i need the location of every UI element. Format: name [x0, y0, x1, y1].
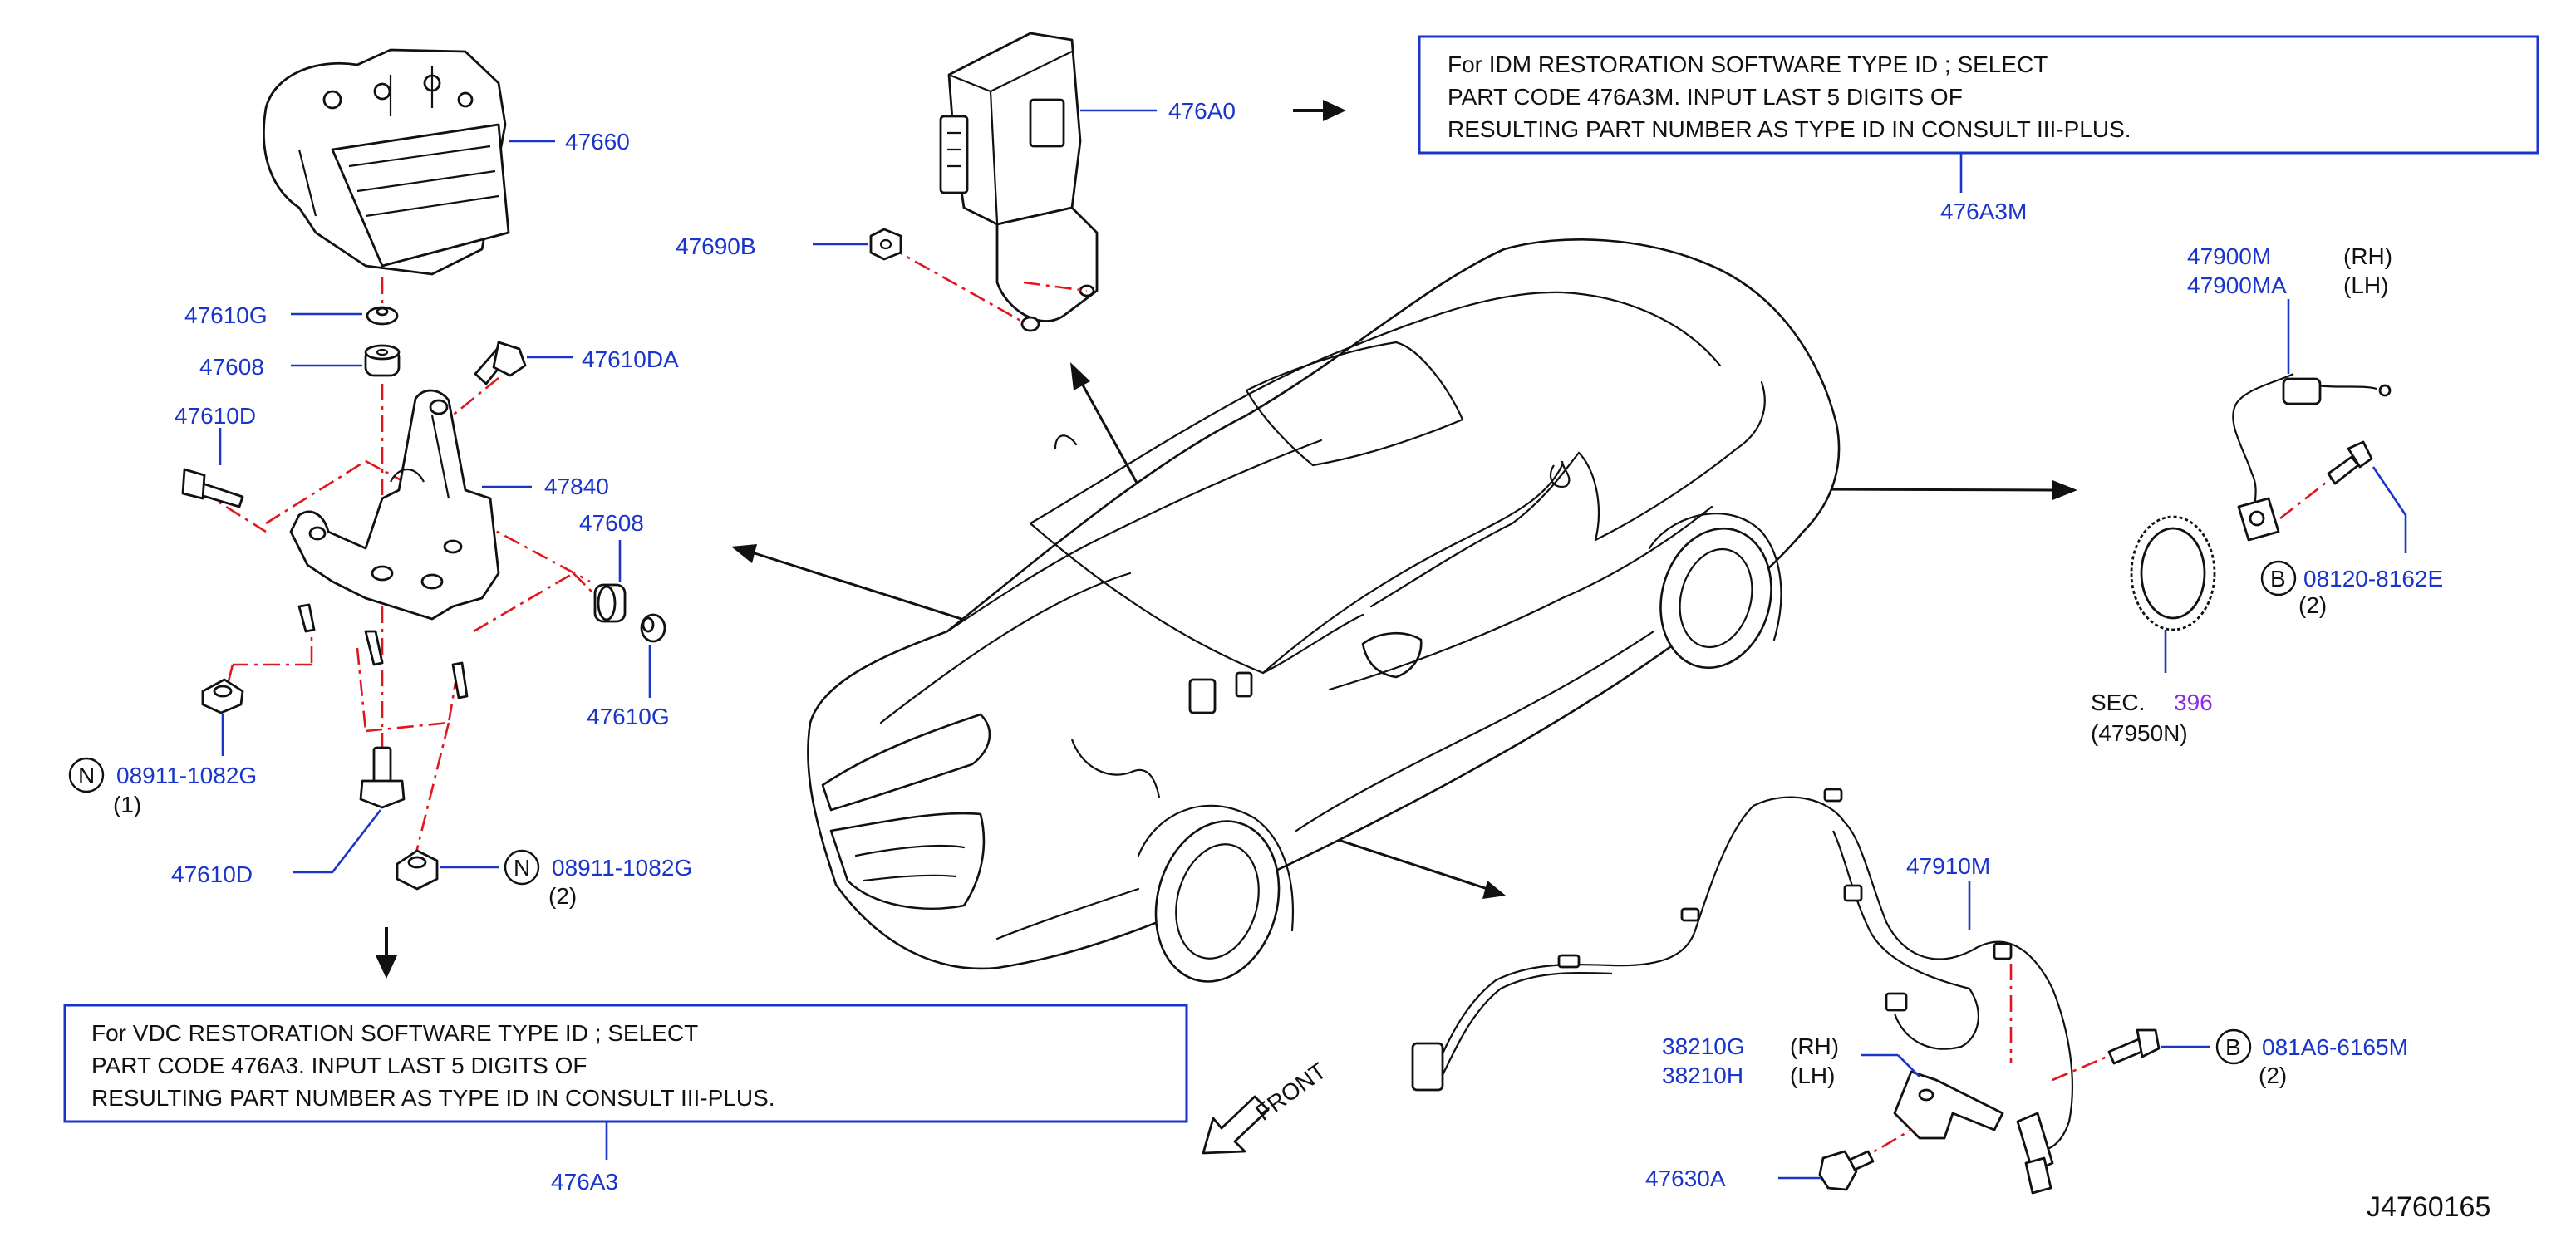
abs-actuator-assembly: 47660 — [263, 48, 630, 276]
vdc-note-line-1: For VDC RESTORATION SOFTWARE TYPE ID ; S… — [91, 1020, 698, 1046]
part-47900M-rear-sensor: 47900M (RH) 47900MA (LH) — [2187, 243, 2392, 542]
part-47840-bracket: 47840 — [289, 389, 609, 699]
label-47608-top: 47608 — [199, 354, 264, 380]
side-38210H: (LH) — [1790, 1063, 1835, 1088]
part-081A6-6165M: B 081A6-6165M (2) — [2052, 1028, 2408, 1088]
part-38210G-bracket: 38210G (RH) 38210H (LH) — [1662, 1033, 2004, 1140]
part-47610D-bottom: 47610D — [171, 746, 406, 887]
nut-symbol-b-letter: N — [514, 855, 530, 881]
bolt-symbol-b — [2215, 1028, 2252, 1065]
bracket-body — [289, 389, 500, 621]
label-47610G-right: 47610G — [587, 704, 670, 729]
part-47950N-sensor-rotor: SEC. 396 (47950N) — [2091, 515, 2216, 746]
qty-081A6-6165M: (2) — [2259, 1063, 2287, 1088]
arrow-to-idm-note — [1293, 100, 1346, 121]
idm-note-line-1: For IDM RESTORATION SOFTWARE TYPE ID ; S… — [1448, 52, 2048, 77]
label-081A6-6165M: 081A6-6165M — [2262, 1034, 2408, 1060]
sec-prefix: SEC. — [2091, 690, 2145, 715]
part-08120-8162E: B 08120-8162E (2) — [2260, 466, 2443, 618]
idm-note-line-3: RESULTING PART NUMBER AS TYPE ID IN CONS… — [1448, 116, 2131, 142]
sec-part-number: (47950N) — [2091, 720, 2188, 746]
label-08911-1082G-a: 08911-1082G — [116, 763, 257, 788]
sec-number-link[interactable]: 396 — [2174, 690, 2213, 715]
front-label: FRONT — [1251, 1058, 1330, 1126]
part-08911-1082G-b: N 08911-1082G (2) — [396, 849, 692, 909]
label-476A0: 476A0 — [1168, 98, 1236, 124]
part-47690B: 47690B — [676, 228, 902, 261]
label-47608-right: 47608 — [579, 510, 644, 536]
part-47610G-top: 47610G — [184, 302, 399, 328]
vdc-note-line-3: RESULTING PART NUMBER AS TYPE ID IN CONS… — [91, 1085, 775, 1111]
part-47910M-front-sensor: 47910M — [1411, 788, 2073, 1195]
qty-08120-8162E: (2) — [2298, 592, 2327, 618]
idm-note-code: 476A3M — [1940, 199, 2027, 224]
part-47608-top: 47608 — [199, 344, 401, 380]
part-08911-1082G-a: N 08911-1082G (1) — [68, 678, 257, 817]
car-illustration — [807, 238, 1841, 983]
nut-symbol-a-letter: N — [78, 763, 95, 788]
label-47610D-bottom: 47610D — [171, 861, 253, 887]
vdc-note: For VDC RESTORATION SOFTWARE TYPE ID ; S… — [63, 1004, 1188, 1195]
vdc-note-box — [63, 1004, 1188, 1123]
idm-note: For IDM RESTORATION SOFTWARE TYPE ID ; S… — [1418, 35, 2539, 224]
idm-note-box — [1418, 35, 2539, 155]
bolt-symbol-a — [2260, 560, 2297, 596]
front-arrow-icon — [1202, 1095, 1270, 1155]
label-08911-1082G-b: 08911-1082G — [552, 855, 692, 881]
arrow-to-vdc-note — [376, 927, 397, 979]
label-08120-8162E: 08120-8162E — [2303, 566, 2443, 592]
side-47900MA: (LH) — [2343, 272, 2388, 298]
qty-08911-1082G-b: (2) — [548, 883, 577, 909]
vdc-note-line-2: PART CODE 476A3. INPUT LAST 5 DIGITS OF — [91, 1053, 587, 1078]
bolt-symbol-b-letter: B — [2225, 1034, 2241, 1060]
qty-08911-1082G-a: (1) — [113, 792, 141, 817]
label-47900M: 47900M — [2187, 243, 2271, 269]
vdc-note-code: 476A3 — [551, 1169, 618, 1195]
label-47610D-top: 47610D — [175, 403, 256, 429]
side-47900M: (RH) — [2343, 243, 2392, 269]
label-38210H: 38210H — [1662, 1063, 1743, 1088]
part-47630A: 47630A — [1645, 1128, 1912, 1191]
part-47610D-top: 47610D — [175, 403, 256, 508]
part-476A0-module: 476A0 — [887, 32, 1236, 332]
part-47610G-right: 47610G — [587, 613, 670, 729]
part-47608-right: 47608 — [579, 510, 644, 623]
label-47610DA: 47610DA — [582, 346, 679, 372]
label-47840: 47840 — [544, 474, 609, 499]
nut-symbol-b — [504, 849, 540, 886]
part-47610DA: 47610DA — [474, 341, 679, 385]
diagram-id: J4760165 — [2367, 1191, 2490, 1223]
idm-note-line-2: PART CODE 476A3M. INPUT LAST 5 DIGITS OF — [1448, 84, 1963, 110]
front-direction-indicator: FRONT — [1202, 1058, 1331, 1155]
bolt-symbol-a-letter: B — [2270, 566, 2286, 592]
side-38210G: (RH) — [1790, 1033, 1839, 1059]
label-47630A: 47630A — [1645, 1166, 1726, 1191]
label-38210G: 38210G — [1662, 1033, 1745, 1059]
label-47690B: 47690B — [676, 233, 756, 259]
label-47900MA: 47900MA — [2187, 272, 2287, 298]
nut-symbol-a — [68, 757, 105, 793]
label-47610G-top: 47610G — [184, 302, 268, 328]
label-47660: 47660 — [565, 129, 630, 155]
label-47910M: 47910M — [1906, 853, 1990, 879]
